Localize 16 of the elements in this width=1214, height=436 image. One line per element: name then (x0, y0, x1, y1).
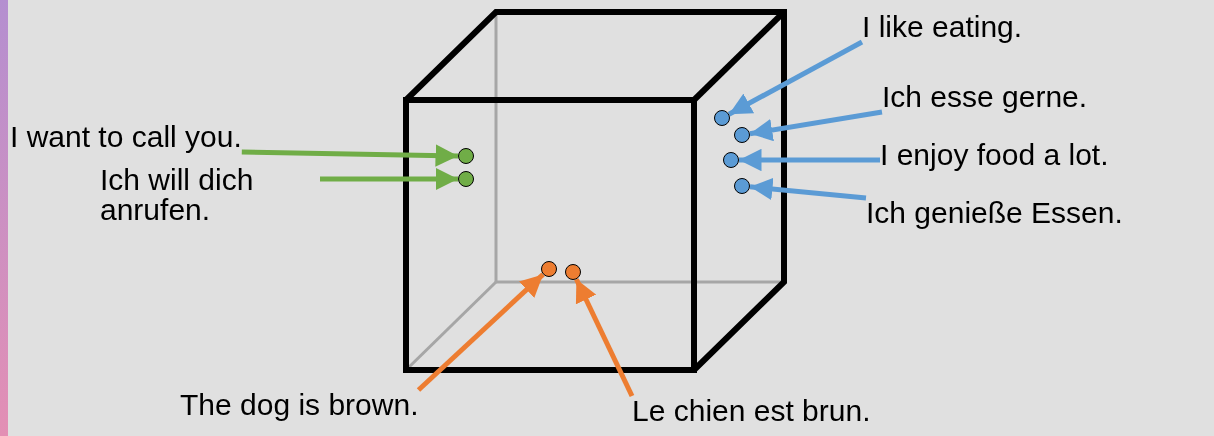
arrow (320, 167, 458, 191)
sentence-label: I want to call you. (10, 122, 242, 152)
arrow (416, 272, 545, 392)
arrow (241, 144, 459, 167)
sentence-label: Ich genieße Essen. (866, 198, 1123, 228)
arrow (739, 148, 880, 172)
sentence-label: I enjoy food a lot. (880, 140, 1109, 170)
sentence-label: I like eating. (862, 12, 1023, 42)
arrow (749, 177, 867, 201)
sentence-label: Ich will dich anrufen. (100, 165, 320, 225)
arrow (749, 109, 883, 142)
sentence-label: Ich esse gerne. (882, 82, 1088, 112)
arrow (727, 39, 864, 117)
sentence-label: Le chien est brun. (632, 396, 871, 426)
sentence-label: The dog is brown. (180, 390, 419, 420)
arrow (574, 278, 635, 398)
